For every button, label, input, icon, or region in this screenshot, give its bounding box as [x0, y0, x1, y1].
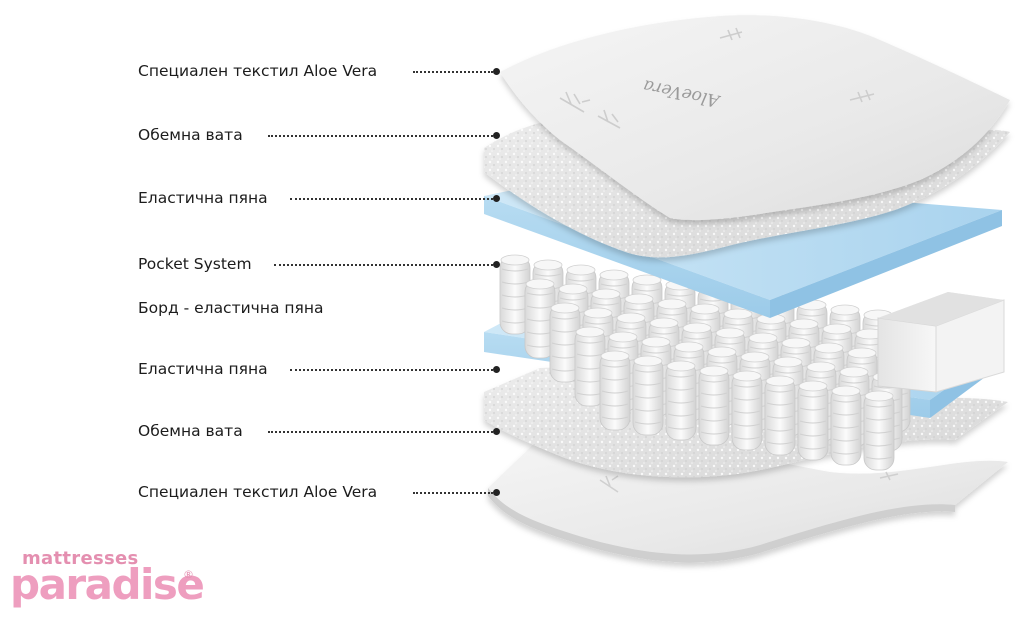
- pocket-spring: [698, 365, 730, 446]
- brand-logo: mattresses paradise ®: [10, 548, 205, 612]
- leader-dot: [493, 195, 500, 202]
- top-fabric-layer: AloeVera: [500, 15, 1010, 221]
- pocket-spring: [632, 355, 664, 436]
- layer-label-pocket-system: Pocket System: [138, 255, 252, 273]
- layer-label-aloe-vera-top: Специален текстил Aloe Vera: [138, 62, 378, 80]
- leader-line: [268, 431, 493, 433]
- layer-label-wadding-top: Обемна вата: [138, 126, 243, 144]
- pocket-spring: [764, 375, 796, 456]
- pocket-spring: [830, 385, 862, 466]
- leader-dot: [493, 366, 500, 373]
- pocket-spring: [797, 380, 829, 461]
- leader-dot: [493, 132, 500, 139]
- leader-line: [413, 492, 493, 494]
- leader-dot: [493, 261, 500, 268]
- layer-label-foam-bottom: Еластична пяна: [138, 360, 268, 378]
- logo-line-main: paradise: [10, 560, 205, 609]
- board-foam-edge: [877, 292, 1005, 393]
- layer-label-foam-top: Еластична пяна: [138, 189, 268, 207]
- layer-label-board-foam: Борд - еластична пяна: [138, 299, 324, 317]
- leader-line: [290, 369, 493, 371]
- pocket-spring: [731, 370, 763, 451]
- pocket-spring: [863, 390, 895, 471]
- pocket-spring: [499, 254, 531, 335]
- pocket-spring: [599, 350, 631, 431]
- leader-line: [268, 135, 493, 137]
- leader-line: [274, 264, 493, 266]
- leader-dot: [493, 428, 500, 435]
- layer-label-wadding-bottom: Обемна вата: [138, 422, 243, 440]
- registered-mark: ®: [183, 568, 194, 581]
- logo-line-top: mattresses: [22, 548, 139, 569]
- pocket-spring: [665, 360, 697, 441]
- layer-label-aloe-vera-bottom: Специален текстил Aloe Vera: [138, 483, 378, 501]
- leader-dot: [493, 68, 500, 75]
- leader-line: [413, 71, 493, 73]
- leader-line: [290, 198, 493, 200]
- leader-dot: [493, 489, 500, 496]
- pocket-spring: [524, 278, 556, 359]
